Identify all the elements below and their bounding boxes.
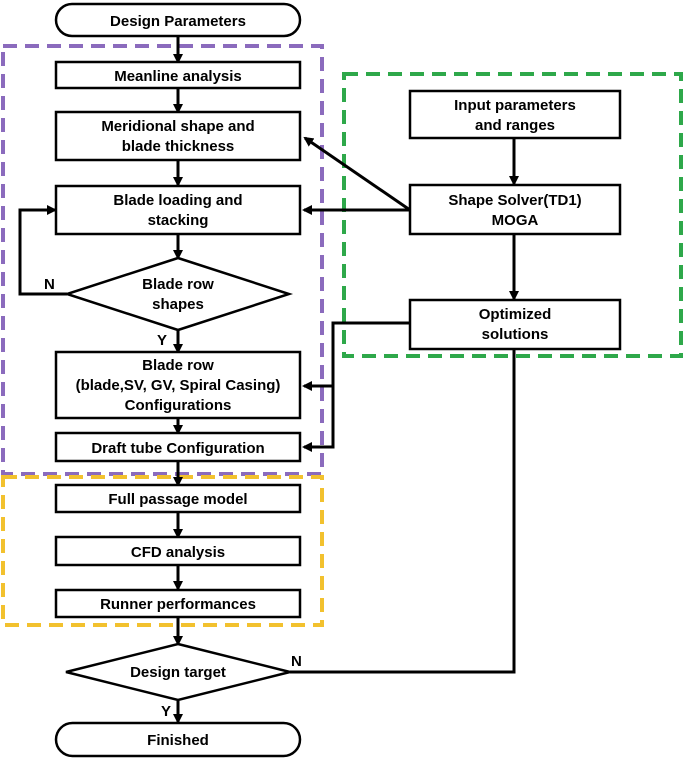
rowshapes-no-label: N — [44, 276, 55, 293]
node-cfd: CFD analysis — [54, 535, 302, 567]
node-input-params: Input parameters and ranges — [408, 89, 622, 140]
node-runner-label: Runner performances — [100, 596, 256, 613]
label-line: solutions — [482, 326, 549, 343]
label-line: Design target — [130, 664, 226, 681]
label-line: Blade row — [142, 276, 214, 293]
edge-optimized-drafttube — [302, 386, 335, 452]
node-target: Design target — [65, 642, 291, 702]
label-line: Optimized — [479, 306, 552, 323]
label-line: (blade,SV, GV, Spiral Casing) — [76, 377, 281, 394]
label-line: Meridional shape and — [101, 118, 254, 135]
node-loading-label: Blade loading and stacking — [113, 192, 242, 229]
node-solver-label: Shape Solver(TD1) MOGA — [448, 192, 581, 229]
node-cfd-label: CFD analysis — [131, 544, 225, 561]
node-blade-row: Blade row (blade,SV, GV, Spiral Casing) Co… — [54, 350, 302, 420]
label-line: Configurations — [125, 397, 232, 414]
edge-rowshapes-no-loop — [18, 205, 67, 296]
label-line: Finished — [147, 732, 209, 749]
target-yes-label: Y — [161, 703, 171, 720]
node-finished-label: Finished — [147, 732, 209, 749]
node-draft-tube: Draft tube Configuration — [54, 431, 302, 463]
edge-target-no-optimized — [290, 349, 516, 674]
node-runner: Runner performances — [54, 588, 302, 619]
edge-optimized-bladerow — [302, 321, 410, 391]
label-line: Runner performances — [100, 596, 256, 613]
edge-solver-meridional — [303, 136, 411, 212]
node-blade-row-label: Blade row (blade,SV, GV, Spiral Casing) Co… — [76, 357, 281, 414]
label-line: Meanline analysis — [114, 68, 242, 85]
label-line: Blade loading and — [113, 192, 242, 209]
target-no-label: N — [291, 653, 302, 670]
node-row-shapes: Blade row shapes — [62, 256, 294, 332]
node-full-passage-label: Full passage model — [108, 491, 247, 508]
node-optimized: Optimized solutions — [408, 298, 622, 351]
label-line: Input parameters — [454, 97, 576, 114]
node-start-label: Design Parameters — [110, 13, 246, 30]
node-start: Design Parameters — [54, 2, 302, 38]
node-solver: Shape Solver(TD1) MOGA — [408, 183, 622, 236]
label-line: Full passage model — [108, 491, 247, 508]
label-line: blade thickness — [122, 138, 235, 155]
node-meanline: Meanline analysis — [54, 60, 302, 90]
label-line: Draft tube Configuration — [91, 440, 264, 457]
node-target-label: Design target — [130, 664, 226, 681]
node-row-shapes-label: Blade row shapes — [142, 276, 214, 313]
label-line: Shape Solver(TD1) — [448, 192, 581, 209]
label-line: Design Parameters — [110, 13, 246, 30]
node-input-params-label: Input parameters and ranges — [454, 97, 576, 134]
label-line: MOGA — [492, 212, 539, 229]
node-meridional: Meridional shape and blade thickness — [54, 110, 302, 162]
label-line: CFD analysis — [131, 544, 225, 561]
label-line: shapes — [152, 296, 204, 313]
analysis-group-box — [1, 475, 324, 627]
node-loading: Blade loading and stacking — [54, 184, 302, 236]
node-finished: Finished — [54, 721, 302, 758]
rowshapes-yes-label: Y — [157, 332, 167, 349]
node-optimized-label: Optimized solutions — [479, 306, 552, 343]
node-draft-tube-label: Draft tube Configuration — [91, 440, 264, 457]
design-group-box — [1, 44, 324, 476]
node-full-passage: Full passage model — [54, 483, 302, 514]
node-meanline-label: Meanline analysis — [114, 68, 242, 85]
label-line: Blade row — [142, 357, 214, 374]
label-line: stacking — [148, 212, 209, 229]
label-line: and ranges — [475, 117, 555, 134]
node-meridional-label: Meridional shape and blade thickness — [101, 118, 254, 155]
